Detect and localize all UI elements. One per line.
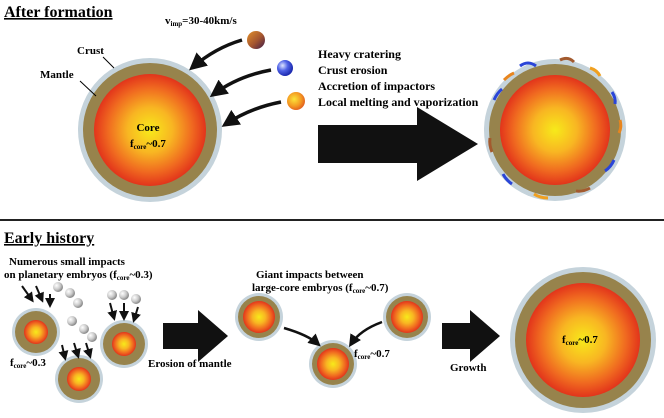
small-impactors	[53, 282, 141, 342]
erosion-label: Erosion of mantle	[148, 358, 232, 370]
embryo-right	[100, 320, 148, 368]
large-core-embryo-right	[383, 293, 431, 341]
embryo-bottom	[55, 355, 103, 403]
fcore-mid-label: fcore~0.7	[354, 348, 390, 361]
small-impact-arrows	[21, 285, 141, 361]
merged-embryo	[309, 340, 357, 388]
impact-arrow-3	[221, 100, 282, 127]
transition-arrow-growth	[442, 310, 500, 362]
process-item: Local melting and vaporization	[318, 95, 479, 109]
mantle-label: Mantle	[40, 69, 74, 81]
giant-impacts-label-2: large-core embryos (fcore~0.7)	[252, 282, 389, 295]
mantle-pointer	[79, 80, 97, 97]
transition-arrow-erosion	[163, 310, 228, 362]
section-title-early-history: Early history	[4, 230, 94, 247]
embryo-left	[12, 308, 60, 356]
core-layer	[94, 74, 206, 186]
planet-cratered	[484, 56, 626, 201]
fcore-big-label: fcore~0.7	[562, 334, 598, 347]
core-layer	[526, 283, 640, 397]
giant-impact-arrow-right	[348, 320, 383, 348]
process-item: Heavy cratering	[318, 47, 401, 61]
section-title-after-formation: After formation	[4, 4, 113, 21]
giant-impacts-label-1: Giant impacts between	[256, 269, 364, 281]
process-list: Heavy cratering Crust erosion Accretion …	[318, 47, 479, 109]
large-core-embryo-left	[235, 293, 283, 341]
small-impacts-label-1: Numerous small impacts	[9, 256, 126, 268]
fcore-label-main: fcore~0.7	[130, 138, 166, 151]
core-label: Core	[136, 122, 159, 134]
crust-label: Crust	[77, 45, 104, 57]
planet-grown	[510, 267, 656, 413]
process-item: Accretion of impactors	[318, 79, 435, 93]
core-layer	[500, 75, 610, 185]
impactor-brown	[247, 31, 265, 49]
growth-label: Growth	[450, 362, 486, 374]
impact-arrow-2	[209, 68, 272, 98]
planet-after-formation	[78, 58, 222, 202]
transition-arrow-top	[318, 107, 478, 181]
impactor-orange	[287, 92, 305, 110]
velocity-label: vimp=30-40km/s	[165, 15, 237, 28]
process-item: Crust erosion	[318, 63, 388, 77]
impactor-blue	[277, 60, 293, 76]
fcore-low-label: fcore~0.3	[10, 357, 46, 370]
giant-impact-arrow-left	[283, 326, 321, 347]
small-impacts-label-2: on planetary embryos (fcore~0.3)	[4, 269, 153, 282]
crust-pointer	[102, 56, 115, 69]
impact-arrow-1	[189, 38, 243, 71]
